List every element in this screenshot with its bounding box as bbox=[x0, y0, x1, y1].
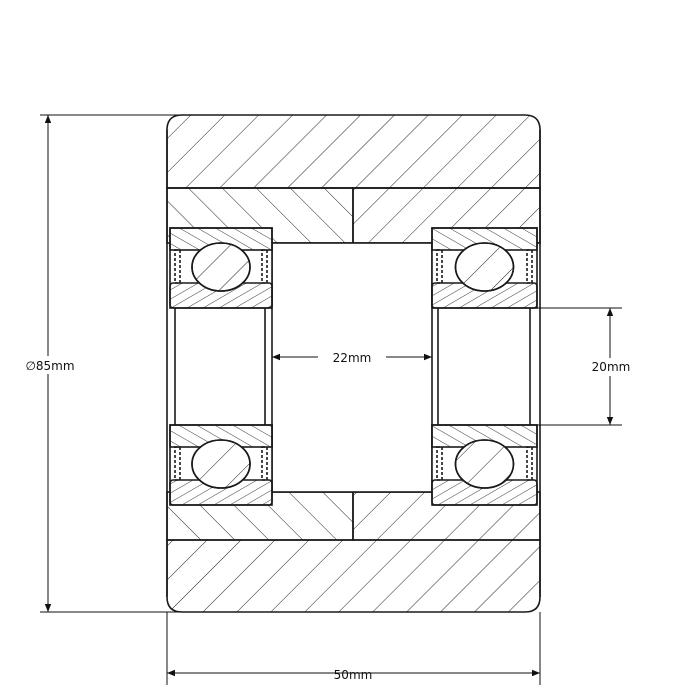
lower-right-bearing-seal bbox=[526, 446, 533, 481]
upper-left-bearing-ball bbox=[191, 242, 251, 292]
upper-left-bearing-seal bbox=[261, 249, 268, 284]
upper-right-bearing-seal bbox=[436, 249, 443, 284]
upper-left-bearing-seal bbox=[174, 249, 181, 284]
tyre-top bbox=[166, 114, 541, 189]
upper-right-bearing-ball bbox=[454, 242, 515, 292]
tyre-bottom bbox=[166, 539, 541, 613]
lower-left-bearing-ball bbox=[191, 439, 251, 489]
upper-right-bearing-seal bbox=[526, 249, 533, 284]
bore-label: 22mm bbox=[333, 351, 372, 365]
diameter-label: ∅85mm bbox=[25, 359, 74, 373]
lower-right-bearing-ball bbox=[454, 439, 515, 489]
lower-right-bearing-seal bbox=[436, 446, 443, 481]
lower-left-bearing-seal bbox=[174, 446, 181, 481]
hub-bore bbox=[271, 242, 433, 493]
width-label: 50mm bbox=[334, 668, 373, 682]
lower-left-bearing-seal bbox=[261, 446, 268, 481]
bearing-width-label: 20mm bbox=[592, 360, 631, 374]
